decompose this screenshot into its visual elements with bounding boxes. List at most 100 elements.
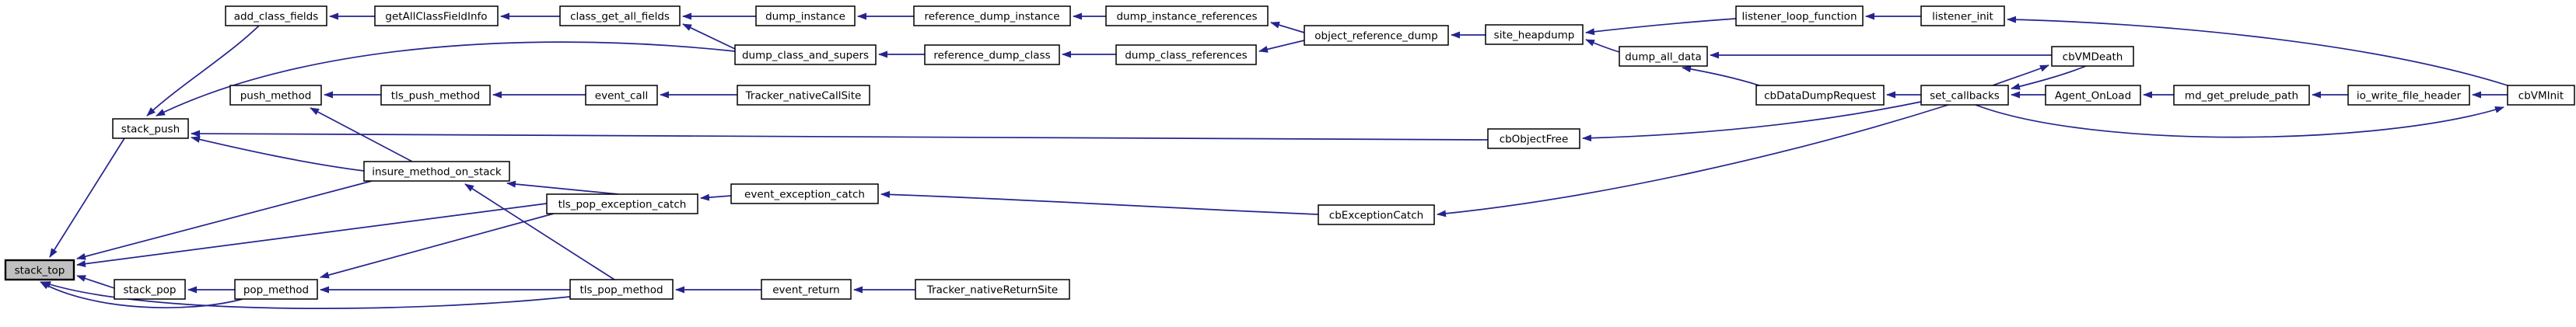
- node-Agent_OnLoad[interactable]: Agent_OnLoad: [2045, 85, 2141, 106]
- node-box-event_return[interactable]: [761, 279, 852, 300]
- node-box-getAllClassFieldInfo[interactable]: [374, 5, 499, 26]
- node-pop_method[interactable]: pop_method: [234, 279, 318, 300]
- edge-insure_method_on_stack-to-push_method: [310, 107, 413, 162]
- node-box-tls_push_method[interactable]: [380, 85, 491, 106]
- edge-insure_method_on_stack-to-stack_push: [191, 136, 365, 172]
- node-label-push_method: push_method: [240, 89, 312, 102]
- node-box-site_heapdump[interactable]: [1485, 24, 1584, 45]
- node-stack_pop[interactable]: stack_pop: [114, 279, 186, 300]
- node-label-reference_dump_instance: reference_dump_instance: [925, 10, 1060, 23]
- node-box-io_write_file_header[interactable]: [2347, 85, 2470, 106]
- node-box-pop_method[interactable]: [234, 279, 318, 300]
- node-box-listener_loop_function[interactable]: [1735, 5, 1864, 26]
- node-box-dump_class_references[interactable]: [1115, 44, 1257, 65]
- node-box-set_callbacks[interactable]: [1920, 85, 2009, 106]
- node-box-insure_method_on_stack[interactable]: [363, 161, 510, 182]
- node-event_return[interactable]: event_return: [761, 279, 852, 300]
- node-stack_top[interactable]: stack_top: [4, 259, 75, 281]
- node-box-class_get_all_fields[interactable]: [559, 5, 681, 26]
- node-label-site_heapdump: site_heapdump: [1494, 29, 1575, 41]
- node-getAllClassFieldInfo[interactable]: getAllClassFieldInfo: [374, 5, 499, 26]
- node-box-push_method[interactable]: [229, 85, 322, 106]
- node-stack_push[interactable]: stack_push: [112, 118, 189, 139]
- node-tls_push_method[interactable]: tls_push_method: [380, 85, 491, 106]
- node-tls_pop_exception_catch[interactable]: tls_pop_exception_catch: [546, 193, 698, 214]
- node-box-cbVMInit[interactable]: [2507, 85, 2575, 106]
- node-label-class_get_all_fields: class_get_all_fields: [570, 10, 670, 23]
- node-box-stack_push[interactable]: [112, 118, 189, 139]
- node-box-dump_instance_references[interactable]: [1105, 5, 1269, 26]
- node-Tracker_nativeCallSite[interactable]: Tracker_nativeCallSite: [737, 85, 870, 106]
- node-box-cbDataDumpRequest[interactable]: [1755, 85, 1885, 106]
- node-box-Agent_OnLoad[interactable]: [2045, 85, 2141, 106]
- edge-tls_pop_exception_catch-to-insure_method_on_stack: [506, 180, 619, 195]
- node-box-Tracker_nativeReturnSite[interactable]: [915, 279, 1070, 300]
- node-label-event_return: event_return: [772, 284, 839, 296]
- node-label-pop_method: pop_method: [243, 284, 309, 296]
- node-Tracker_nativeReturnSite[interactable]: Tracker_nativeReturnSite: [915, 279, 1070, 300]
- edge-dump_all_data-to-site_heapdump: [1585, 39, 1620, 53]
- node-box-tls_pop_method[interactable]: [569, 279, 674, 300]
- node-box-stack_pop[interactable]: [114, 279, 186, 300]
- node-class_get_all_fields[interactable]: class_get_all_fields: [559, 5, 681, 26]
- node-box-dump_all_data[interactable]: [1619, 46, 1708, 67]
- node-site_heapdump[interactable]: site_heapdump: [1485, 24, 1584, 45]
- node-event_exception_catch[interactable]: event_exception_catch: [730, 183, 879, 204]
- node-tls_pop_method[interactable]: tls_pop_method: [569, 279, 674, 300]
- node-label-tls_pop_exception_catch: tls_pop_exception_catch: [558, 198, 687, 210]
- node-label-listener_loop_function: listener_loop_function: [1741, 10, 1857, 23]
- node-box-reference_dump_class[interactable]: [924, 44, 1060, 65]
- node-box-Tracker_nativeCallSite[interactable]: [737, 85, 870, 106]
- node-box-tls_pop_exception_catch[interactable]: [546, 193, 698, 214]
- node-dump_instance[interactable]: dump_instance: [755, 5, 856, 26]
- node-listener_init[interactable]: listener_init: [1920, 5, 2005, 26]
- node-box-stack_top[interactable]: [4, 259, 75, 281]
- node-listener_loop_function[interactable]: listener_loop_function: [1735, 5, 1864, 26]
- node-cbObjectFree[interactable]: cbObjectFree: [1487, 128, 1580, 149]
- node-box-cbVMDeath[interactable]: [2051, 46, 2134, 67]
- node-box-event_exception_catch[interactable]: [730, 183, 879, 204]
- node-box-cbExceptionCatch[interactable]: [1318, 204, 1435, 225]
- node-label-stack_top: stack_top: [15, 264, 65, 277]
- node-cbVMInit[interactable]: cbVMInit: [2507, 85, 2575, 106]
- node-cbVMDeath[interactable]: cbVMDeath: [2051, 46, 2134, 67]
- node-box-reference_dump_instance[interactable]: [913, 5, 1071, 26]
- node-box-dump_instance[interactable]: [755, 5, 856, 26]
- node-set_callbacks[interactable]: set_callbacks: [1920, 85, 2009, 106]
- node-dump_all_data[interactable]: dump_all_data: [1619, 46, 1708, 67]
- node-box-md_get_prelude_path[interactable]: [2173, 85, 2310, 106]
- node-box-listener_init[interactable]: [1920, 5, 2005, 26]
- node-box-cbObjectFree[interactable]: [1487, 128, 1580, 149]
- node-cbExceptionCatch[interactable]: cbExceptionCatch: [1318, 204, 1435, 225]
- edge-stack_pop-to-stack_top: [76, 275, 115, 289]
- node-object_reference_dump[interactable]: object_reference_dump: [1304, 25, 1449, 46]
- node-md_get_prelude_path[interactable]: md_get_prelude_path: [2173, 85, 2310, 106]
- node-box-event_call[interactable]: [585, 85, 658, 106]
- node-box-dump_class_and_supers[interactable]: [734, 44, 877, 65]
- node-label-Tracker_nativeCallSite: Tracker_nativeCallSite: [745, 89, 862, 102]
- node-reference_dump_class[interactable]: reference_dump_class: [924, 44, 1060, 65]
- node-label-io_write_file_header: io_write_file_header: [2357, 89, 2462, 102]
- edge-cbObjectFree-to-stack_push: [191, 130, 1489, 141]
- edge-pop_method-to-stack_top: [40, 281, 243, 308]
- node-box-add_class_fields[interactable]: [225, 5, 327, 26]
- node-event_call[interactable]: event_call: [585, 85, 658, 106]
- node-label-cbExceptionCatch: cbExceptionCatch: [1329, 209, 1423, 221]
- node-dump_class_references[interactable]: dump_class_references: [1115, 44, 1257, 65]
- node-insure_method_on_stack[interactable]: insure_method_on_stack: [363, 161, 510, 182]
- node-add_class_fields[interactable]: add_class_fields: [225, 5, 327, 26]
- node-label-cbVMDeath: cbVMDeath: [2063, 50, 2123, 63]
- edge-tls_pop_method-to-insure_method_on_stack: [464, 183, 615, 280]
- node-label-event_call: event_call: [595, 89, 648, 102]
- node-box-object_reference_dump[interactable]: [1304, 25, 1449, 46]
- node-dump_class_and_supers[interactable]: dump_class_and_supers: [734, 44, 877, 65]
- edge-cbVMInit-to-listener_init: [2007, 16, 2508, 86]
- node-io_write_file_header[interactable]: io_write_file_header: [2347, 85, 2470, 106]
- node-push_method[interactable]: push_method: [229, 85, 322, 106]
- node-cbDataDumpRequest[interactable]: cbDataDumpRequest: [1755, 85, 1885, 106]
- node-dump_instance_references[interactable]: dump_instance_references: [1105, 5, 1269, 26]
- node-layer: stack_top stack_push push_method tls_push_m…: [4, 5, 2575, 300]
- node-label-set_callbacks: set_callbacks: [1930, 89, 2000, 102]
- node-reference_dump_instance[interactable]: reference_dump_instance: [913, 5, 1071, 26]
